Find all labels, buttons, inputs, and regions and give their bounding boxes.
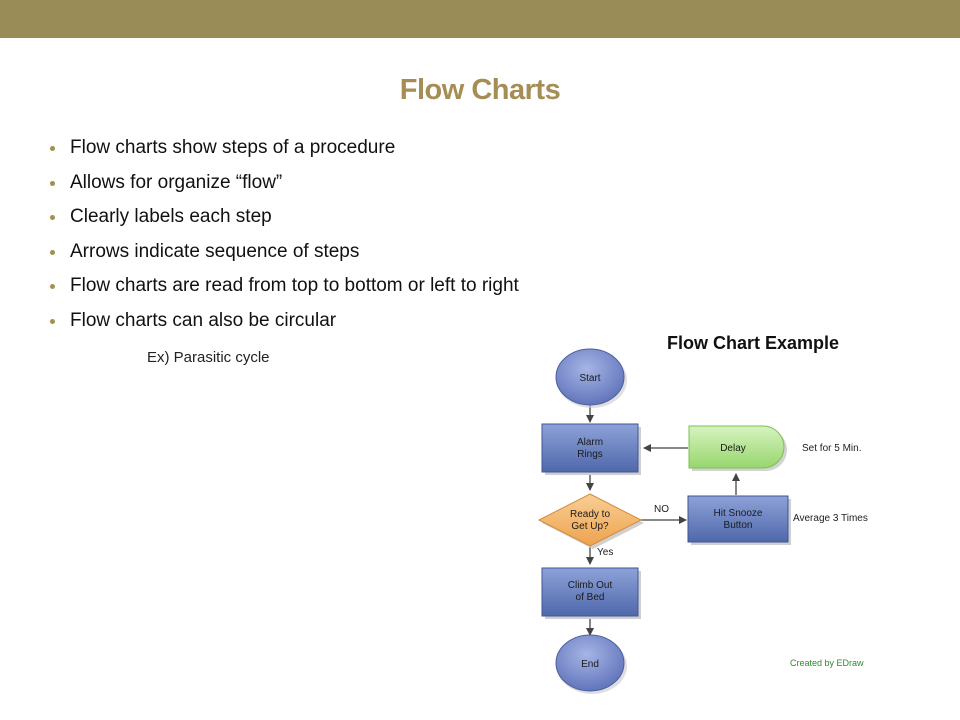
list-item: Flow charts show steps of a procedure (48, 136, 519, 171)
start-label: Start (579, 373, 600, 384)
decision-diamond (537, 493, 643, 547)
bullet-dot-icon (50, 180, 55, 186)
bullet-text: Flow charts are read from top to bottom … (70, 275, 519, 296)
decision-label-line2: Get Up? (571, 521, 609, 532)
bullet-text: Allows for organize “flow” (70, 171, 283, 193)
end-node (555, 634, 625, 692)
list-item: Flow charts can also be circular (48, 309, 519, 344)
list-item: Flow charts are read from top to bottom … (48, 274, 519, 309)
bullet-dot-icon (50, 215, 55, 220)
snooze-note: Average 3 Times (793, 513, 868, 524)
example-title: Flow Chart Example (667, 333, 840, 353)
bullet-text: Flow charts can also be circular (70, 309, 337, 331)
page-title: Flow Charts (399, 74, 561, 106)
bullet-dot-icon (50, 284, 55, 289)
alarm-label-line1: Alarm (577, 437, 603, 448)
climb-label-line1: Climb Out (568, 580, 613, 591)
bullet-dot-icon (50, 318, 55, 324)
bullet-dot-icon (50, 146, 55, 151)
delay-note: Set for 5 Min. (802, 443, 861, 454)
edraw-credit: Created by EDraw (790, 658, 864, 668)
bullet-dot-icon (50, 249, 55, 255)
start-node-shape (555, 348, 625, 406)
delay-label: Delay (720, 443, 746, 454)
alarm-box (541, 423, 639, 473)
bullet-text: Arrows indicate sequence of steps (70, 240, 360, 262)
snooze-box (687, 495, 789, 543)
list-item: Arrows indicate sequence of steps (48, 240, 519, 275)
no-label: NO (654, 504, 669, 515)
decision-label-line1: Ready to (570, 509, 610, 520)
list-item: Allows for organize “flow” (48, 171, 519, 206)
alarm-label-line2: Rings (577, 449, 603, 460)
header-bar (0, 0, 960, 38)
flowchart-svg: Start Alarm Rings Ready to Get Up? NO Hi… (537, 348, 868, 694)
example-note: Ex) Parasitic cycle (147, 349, 270, 366)
bullet-list: Flow charts show steps of a procedure Al… (48, 136, 519, 343)
delay-shape (688, 425, 785, 469)
yes-label: Yes (597, 547, 613, 558)
bullet-text: Clearly labels each step (70, 206, 272, 227)
flowchart-diagram: Start Alarm Rings Ready to Get Up? NO Hi… (508, 330, 910, 705)
bullet-text: Flow charts show steps of a procedure (70, 137, 396, 158)
climb-box (541, 567, 639, 617)
snooze-label-line2: Button (724, 520, 753, 531)
list-item: Clearly labels each step (48, 205, 519, 240)
snooze-label-line1: Hit Snooze (714, 508, 763, 519)
climb-label-line2: of Bed (576, 592, 605, 603)
end-label: End (581, 659, 599, 670)
